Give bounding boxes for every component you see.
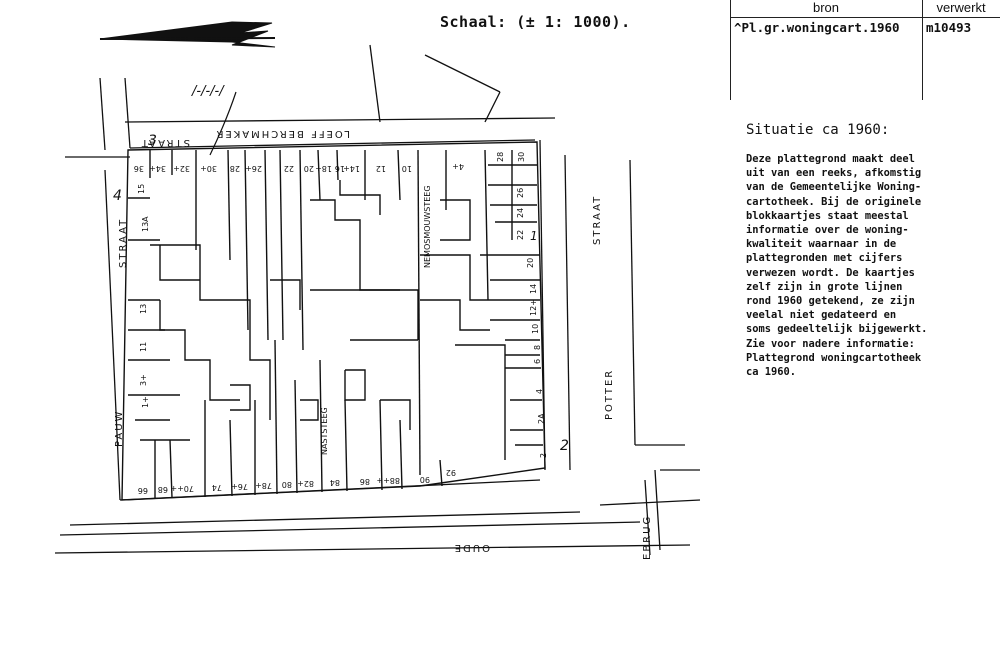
lot-number: 28	[230, 164, 240, 173]
lot-number: 76+	[231, 482, 248, 491]
alley-label-b: NASTSTEEG	[320, 407, 329, 455]
lot-number: 11	[139, 342, 148, 352]
table-divider	[922, 0, 923, 100]
lot-number: 26+	[245, 164, 262, 173]
lot-number: 8	[533, 345, 542, 350]
lot-number: 10	[402, 164, 412, 173]
lot-number: 12	[376, 164, 386, 173]
lot-number: 68	[158, 485, 168, 494]
scale-label: Schaal: (± 1: 1000).	[440, 13, 631, 31]
lot-number: 66	[138, 486, 148, 495]
lot-number: 84	[330, 478, 340, 487]
street-label-left-a: STRAAT	[118, 218, 129, 268]
lot-number: 70++	[170, 484, 194, 493]
lot-number: 82+	[297, 479, 314, 488]
street-label-right-a: STRAAT	[592, 195, 603, 245]
lot-number: 36	[134, 164, 144, 173]
block-map: STRAAT LOEFF BERCHMAKER STRAAT PAUW STRA…	[54, 21, 701, 560]
lot-number: 4+	[452, 162, 464, 171]
north-arrow-icon	[99, 21, 276, 48]
mark-4: 4	[113, 188, 122, 204]
lot-number: 32+	[173, 164, 190, 173]
source-header-verwerkt: verwerkt	[922, 0, 1000, 18]
lot-number: 18+	[315, 164, 332, 173]
street-label-left-b: PAUW	[114, 410, 125, 447]
mark-2: 2	[560, 438, 569, 454]
lot-number: 14	[529, 284, 538, 294]
lot-number: 12+	[529, 299, 538, 316]
left-lot-numbers: 15 13A 13 11 3+ 1+	[137, 184, 150, 408]
lot-number: 22	[284, 164, 294, 173]
lot-number: 13	[139, 304, 148, 314]
lot-number: 28	[496, 152, 505, 162]
lot-number: 74	[212, 483, 222, 492]
mark-1: 1	[530, 229, 538, 243]
street-label-top-b: LOEFF BERCHMAKER	[214, 128, 350, 139]
lot-number: 24	[516, 208, 525, 218]
lot-number: 78+	[255, 481, 272, 490]
lot-number: 2	[539, 453, 548, 458]
lot-number: 13A	[141, 216, 150, 232]
annotation-text: /-/-/-/	[191, 84, 225, 99]
bottom-lot-numbers: 66 68 70++ 74 76+ 78+ 80 82+ 84 86 88++ …	[138, 468, 456, 495]
lot-number: 30	[517, 152, 526, 162]
lot-number: 6	[533, 359, 542, 364]
lot-number: 80	[282, 480, 292, 489]
street-label-right-b: POTTER	[604, 369, 615, 420]
source-verwerkt-value: m10493	[926, 20, 972, 35]
lot-number: 10	[531, 324, 540, 334]
street-label-top-a: STRAAT	[140, 137, 190, 148]
mark-3: 3	[148, 133, 157, 149]
lot-number: 34+	[149, 164, 166, 173]
lot-number: 1+	[141, 396, 150, 408]
situation-title: Situatie ca 1960:	[746, 122, 890, 138]
scale-title: Schaal:	[440, 13, 507, 31]
lot-number: 20	[304, 164, 314, 173]
lot-number: 26	[516, 188, 525, 198]
source-table: bron verwerkt ^Pl.gr.woningcart.1960 m10…	[730, 0, 1000, 100]
building-block	[121, 141, 546, 501]
situation-description: Deze plattegrond maakt deel uit van een …	[746, 153, 928, 379]
lot-number: 16	[335, 164, 345, 173]
top-lot-numbers: 36 34+ 32+ 30+ 28 26+ 22 20 18+ 16 14+ 1…	[134, 152, 526, 173]
lot-number: 86	[360, 477, 370, 486]
lot-number: 2A	[537, 413, 546, 424]
source-header-bron: bron	[730, 0, 922, 18]
source-bron-value: ^Pl.gr.woningcart.1960	[734, 20, 900, 35]
annotation-leader	[209, 91, 237, 156]
lot-number: 20	[526, 258, 535, 268]
lot-number: 90	[420, 475, 430, 484]
street-label-bottom-a: OUDE	[453, 542, 490, 553]
lot-number: 3+	[139, 374, 148, 386]
alley-label-a: NEMOSMOUWSTEEG	[423, 185, 432, 268]
lot-number: 14+	[343, 164, 360, 173]
street-label-bottom-b: EBRUG	[642, 515, 653, 560]
right-lot-numbers: 26 24 22 20 14 12+ 10 8 6 4 2A 2	[516, 188, 548, 458]
lot-number: 30+	[200, 164, 217, 173]
lot-number: 15	[137, 184, 146, 194]
lot-number: 22	[516, 230, 525, 240]
lot-number: 92	[446, 468, 456, 477]
lot-number: 4	[535, 389, 544, 394]
lot-number: 88++	[376, 476, 400, 485]
table-divider	[730, 0, 731, 100]
scale-value: (± 1: 1000).	[516, 13, 631, 31]
